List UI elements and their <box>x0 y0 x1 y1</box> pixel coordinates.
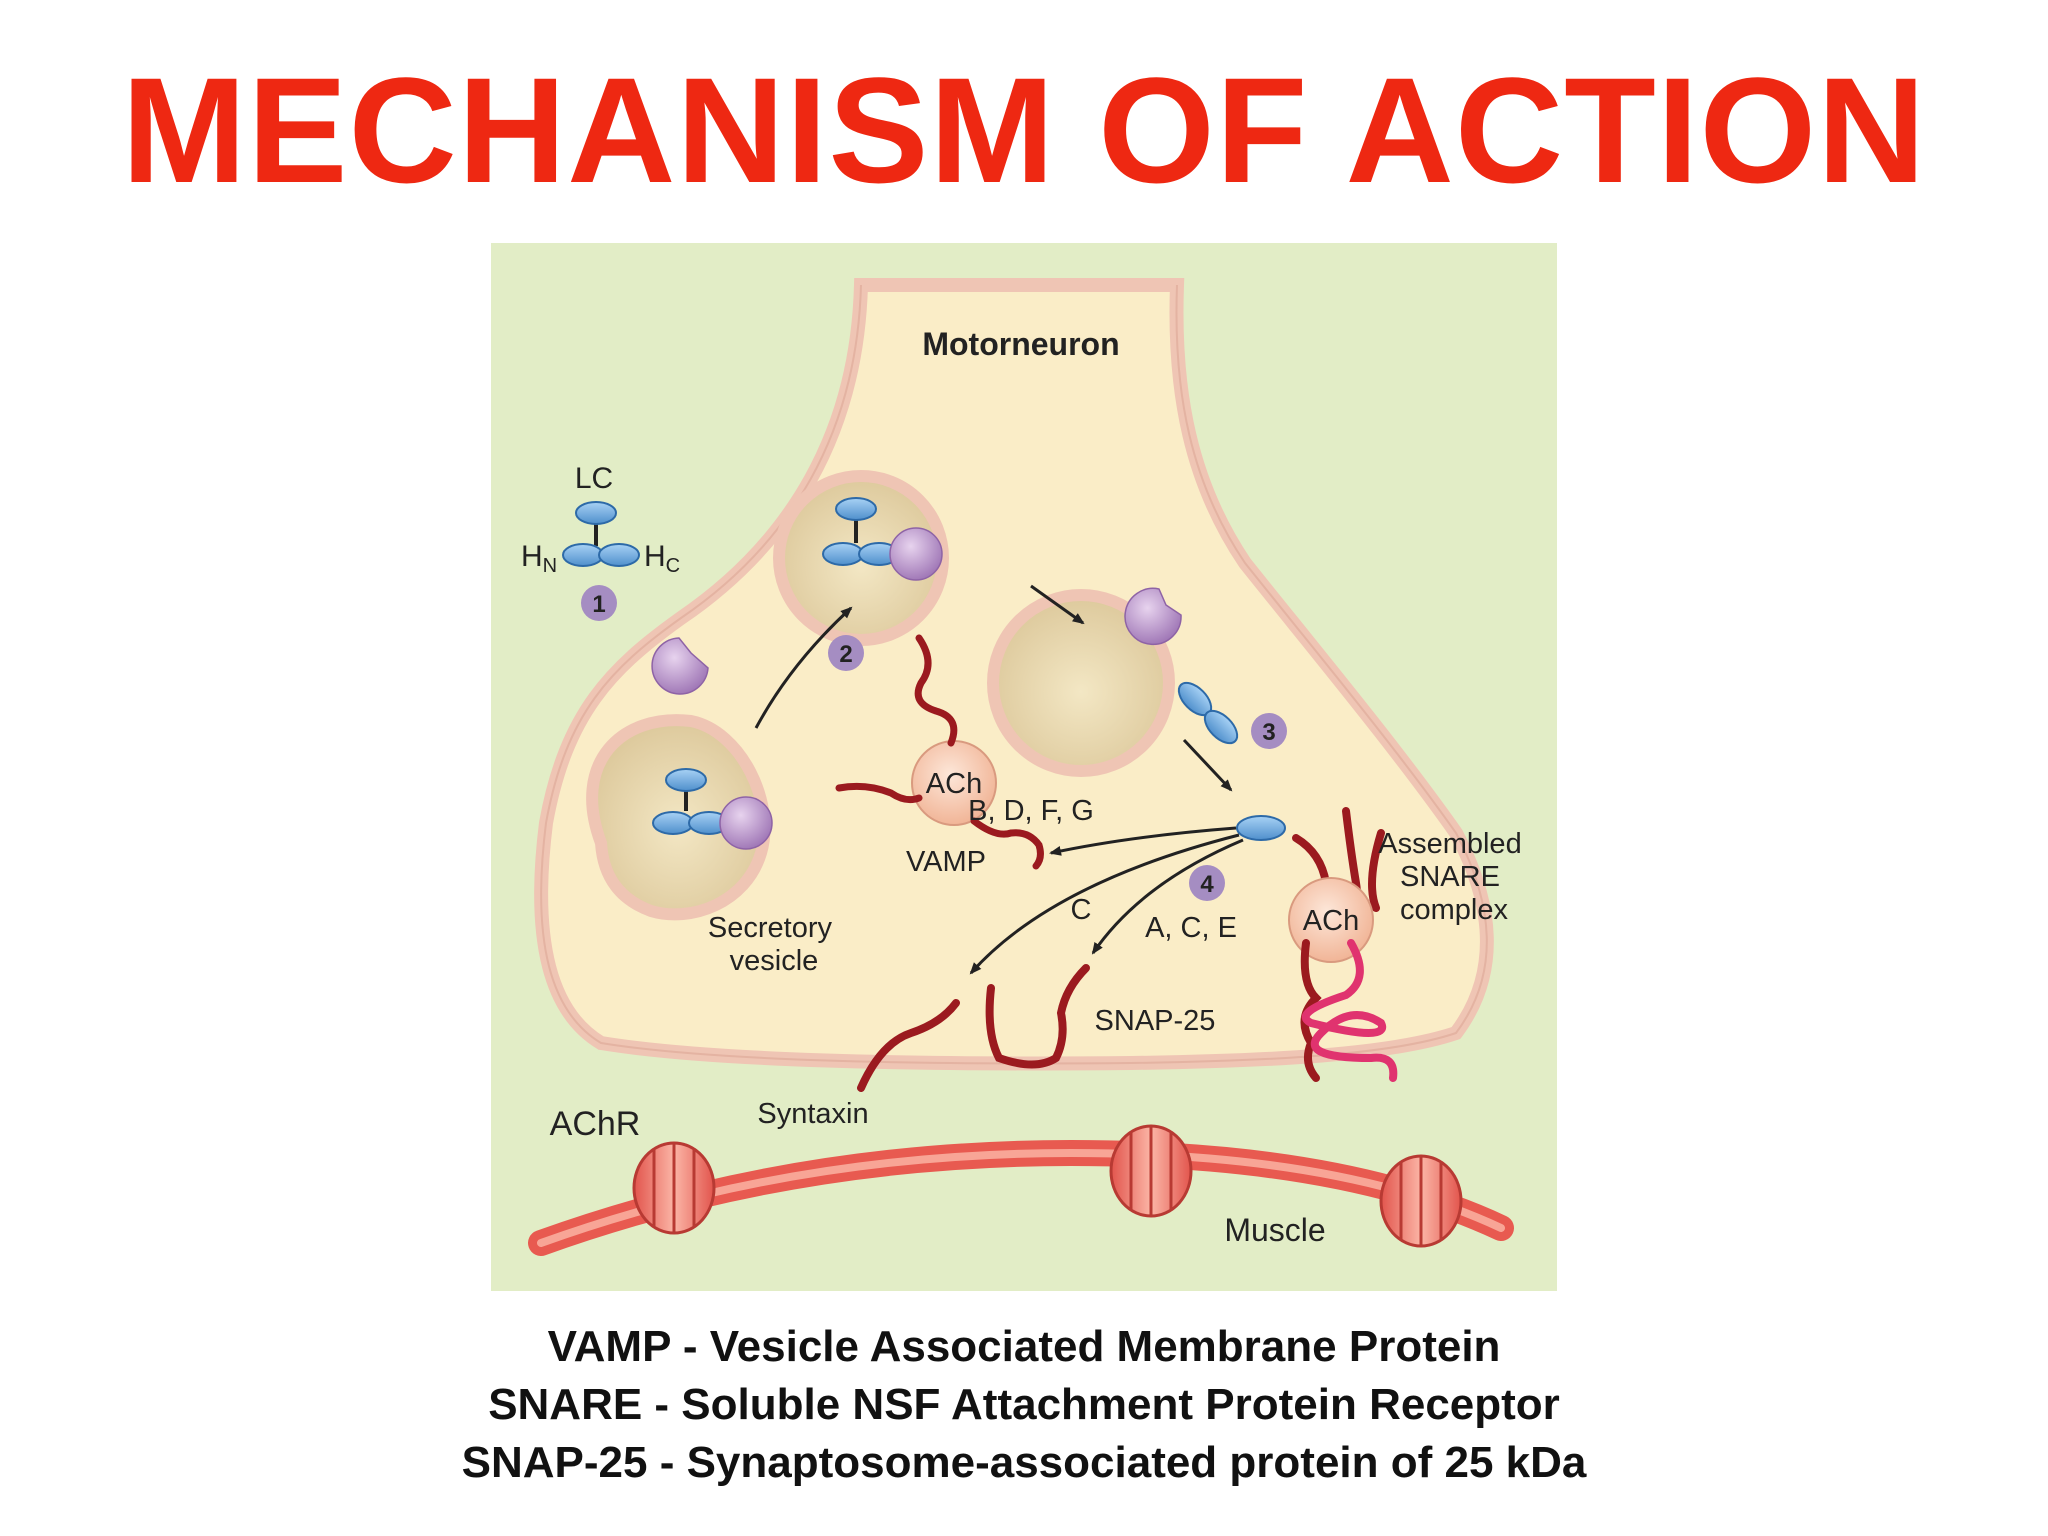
svg-text:1: 1 <box>592 591 605 618</box>
arrow-to-vamp <box>1049 826 1237 856</box>
arrow-to-syntaxin <box>969 833 1240 975</box>
page-title: MECHANISM OF ACTION <box>121 46 1927 214</box>
arrow-vesicle-2-to-3 <box>1030 584 1085 625</box>
snare-snap25-coil <box>1301 939 1398 1082</box>
vamp-cleaved-right <box>970 817 1044 870</box>
snap25-label: SNAP-25 <box>1095 1005 1216 1037</box>
vamp-cleaved-left <box>835 782 923 804</box>
arrow-step-2 <box>754 606 853 729</box>
svg-text:3: 3 <box>1262 719 1275 746</box>
step-4-badge: 4 <box>1189 865 1225 901</box>
vamp-label: VAMP <box>906 846 986 878</box>
snap25-strand <box>985 964 1090 1069</box>
serotype-c-label: C <box>1071 894 1092 926</box>
step-3-badge: 3 <box>1251 713 1287 749</box>
receptor-unbound <box>651 637 709 695</box>
achr-label: AChR <box>550 1105 641 1143</box>
svg-text:4: 4 <box>1200 871 1214 898</box>
toxin-in-docked-vesicle <box>652 768 773 850</box>
vamp-strand <box>914 634 958 747</box>
acidified-vesicle <box>987 589 1175 777</box>
hn-label: HN <box>521 540 557 577</box>
arrow-to-snap25 <box>1091 838 1244 955</box>
serotypes-bdfg-label: B, D, F, G <box>968 795 1094 827</box>
step-1-badge: 1 <box>581 585 617 621</box>
ach-vesicle: ACh <box>911 740 997 826</box>
syntaxin-strand <box>857 999 960 1092</box>
abbreviation-legend: VAMP - Vesicle Associated Membrane Prote… <box>0 1318 2048 1492</box>
lc-label: LC <box>575 462 613 495</box>
legend-vamp: VAMP - Vesicle Associated Membrane Prote… <box>547 1322 1501 1371</box>
toxin-molecule-free <box>562 501 640 567</box>
achr-channel-middle <box>1109 1124 1193 1218</box>
hc-label: HC <box>644 540 680 577</box>
svg-text:ACh: ACh <box>1303 905 1359 937</box>
toxin-in-vesicle-2 <box>822 497 943 581</box>
achr-channel-left <box>632 1141 716 1235</box>
arrow-step-3 <box>1182 738 1233 792</box>
serotypes-ace-label: A, C, E <box>1145 912 1237 944</box>
syntaxin-label: Syntaxin <box>757 1098 868 1130</box>
legend-snare: SNARE - Soluble NSF Attachment Protein R… <box>488 1380 1560 1429</box>
svg-text:2: 2 <box>839 641 852 668</box>
step-2-badge: 2 <box>828 635 864 671</box>
toxin-in-vesicle-3 <box>1124 587 1239 745</box>
muscle-label: Muscle <box>1224 1212 1325 1248</box>
motorneuron-label: Motorneuron <box>922 326 1119 362</box>
snare-complex-label: Assembled SNARE complex <box>1378 828 1530 926</box>
achr-channel-right <box>1379 1154 1463 1248</box>
secretory-vesicle-label: Secretory vesicle <box>708 912 840 977</box>
legend-snap25: SNAP-25 - Synaptosome-associated protein… <box>461 1438 1587 1487</box>
light-chain-free <box>1236 815 1286 841</box>
mechanism-diagram: 1 2 3 4 ACh ACh <box>491 243 1557 1291</box>
svg-text:ACh: ACh <box>926 768 982 800</box>
